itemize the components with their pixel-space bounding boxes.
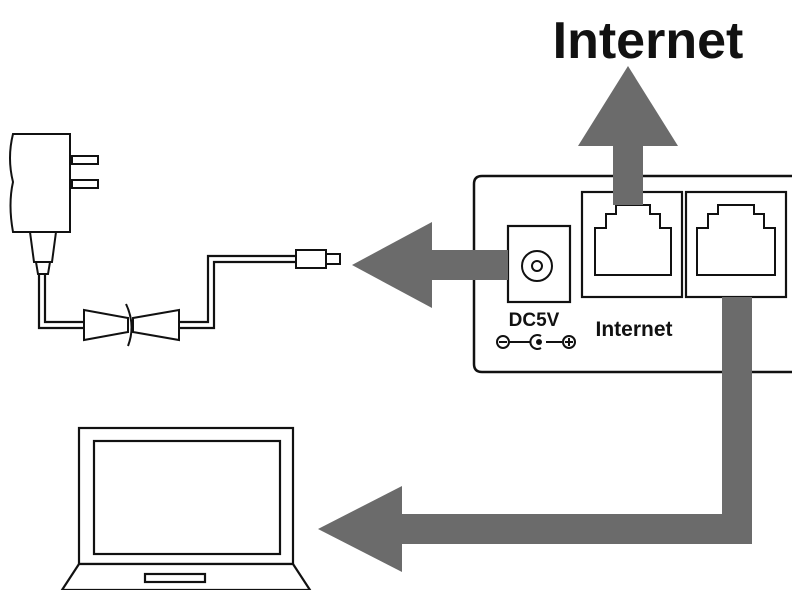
- dc-plug: [295, 249, 341, 269]
- pc-port: [684, 190, 788, 299]
- ethernet-port-icon: [594, 204, 672, 276]
- power-cable: [37, 254, 296, 330]
- internet-port: [580, 190, 684, 299]
- ethernet-port-icon: [696, 204, 776, 276]
- laptop-icon: [60, 426, 312, 590]
- power-adapter-icon: [9, 133, 99, 275]
- polarity-symbol-icon: [496, 334, 576, 350]
- internet-port-label: Internet: [595, 318, 672, 341]
- power-port-label: DC5V: [509, 310, 560, 331]
- internet-arrow-stem: [613, 143, 643, 205]
- dc-power-jack: [506, 224, 572, 304]
- ferrite-bead: [83, 303, 180, 347]
- diagram-title: Internet: [553, 12, 744, 70]
- pc-link-arrow: [318, 297, 752, 572]
- power-arrow: [352, 222, 508, 308]
